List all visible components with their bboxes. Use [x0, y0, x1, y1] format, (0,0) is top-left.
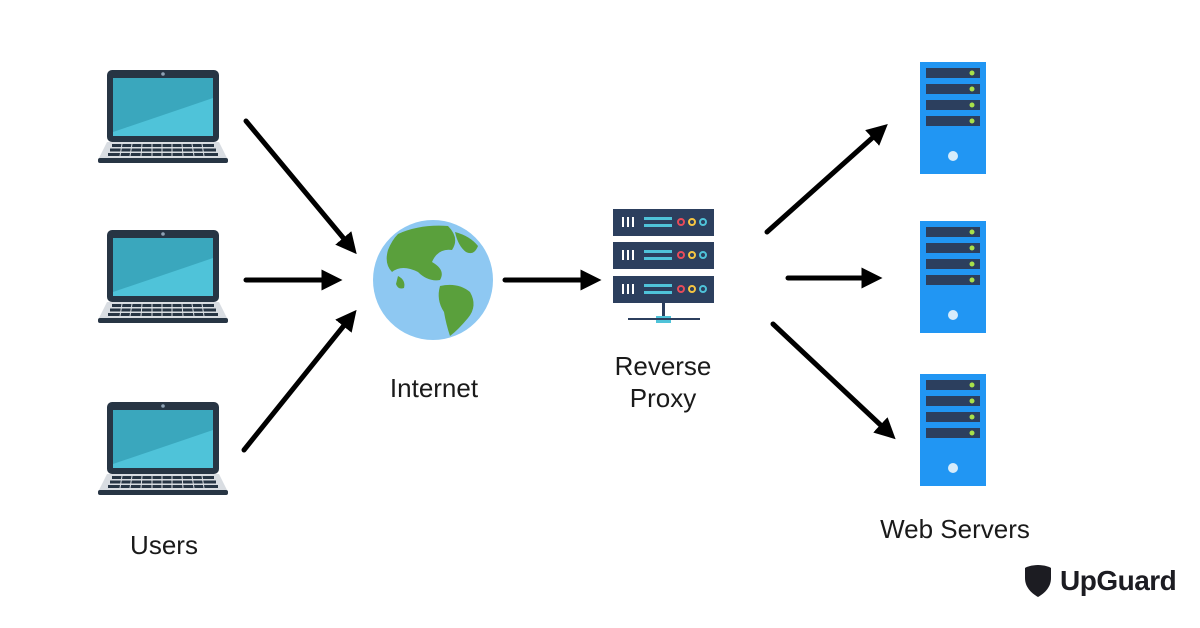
tower-server-icon: [920, 62, 986, 174]
laptop-icon: [98, 402, 228, 496]
reverse-proxy-label-line2: Proxy: [629, 383, 697, 413]
arrow-user3-to-internet: [241, 309, 357, 453]
internet-label: Internet: [389, 373, 479, 403]
arrow-user1-to-internet: [243, 118, 357, 255]
reverse-proxy-label: Reverse Proxy: [588, 350, 738, 414]
arrow-proxy-to-server3: [770, 321, 896, 440]
laptop-icon: [98, 70, 228, 164]
users-label: Users: [130, 530, 198, 560]
arrow-proxy-to-server1: [764, 124, 888, 235]
tower-server-icon: [920, 374, 986, 486]
upguard-shield-icon: [1025, 565, 1051, 597]
upguard-logo: UpGuard: [1024, 563, 1177, 599]
brand-name: UpGuard: [1060, 565, 1177, 596]
laptop-icon: [98, 230, 228, 324]
web-servers-label: Web Servers: [880, 514, 1030, 544]
globe-icon: [373, 220, 493, 340]
tower-server-icon: [920, 221, 986, 333]
rack-server-icon: [613, 209, 714, 323]
reverse-proxy-label-line1: Reverse: [614, 351, 712, 381]
